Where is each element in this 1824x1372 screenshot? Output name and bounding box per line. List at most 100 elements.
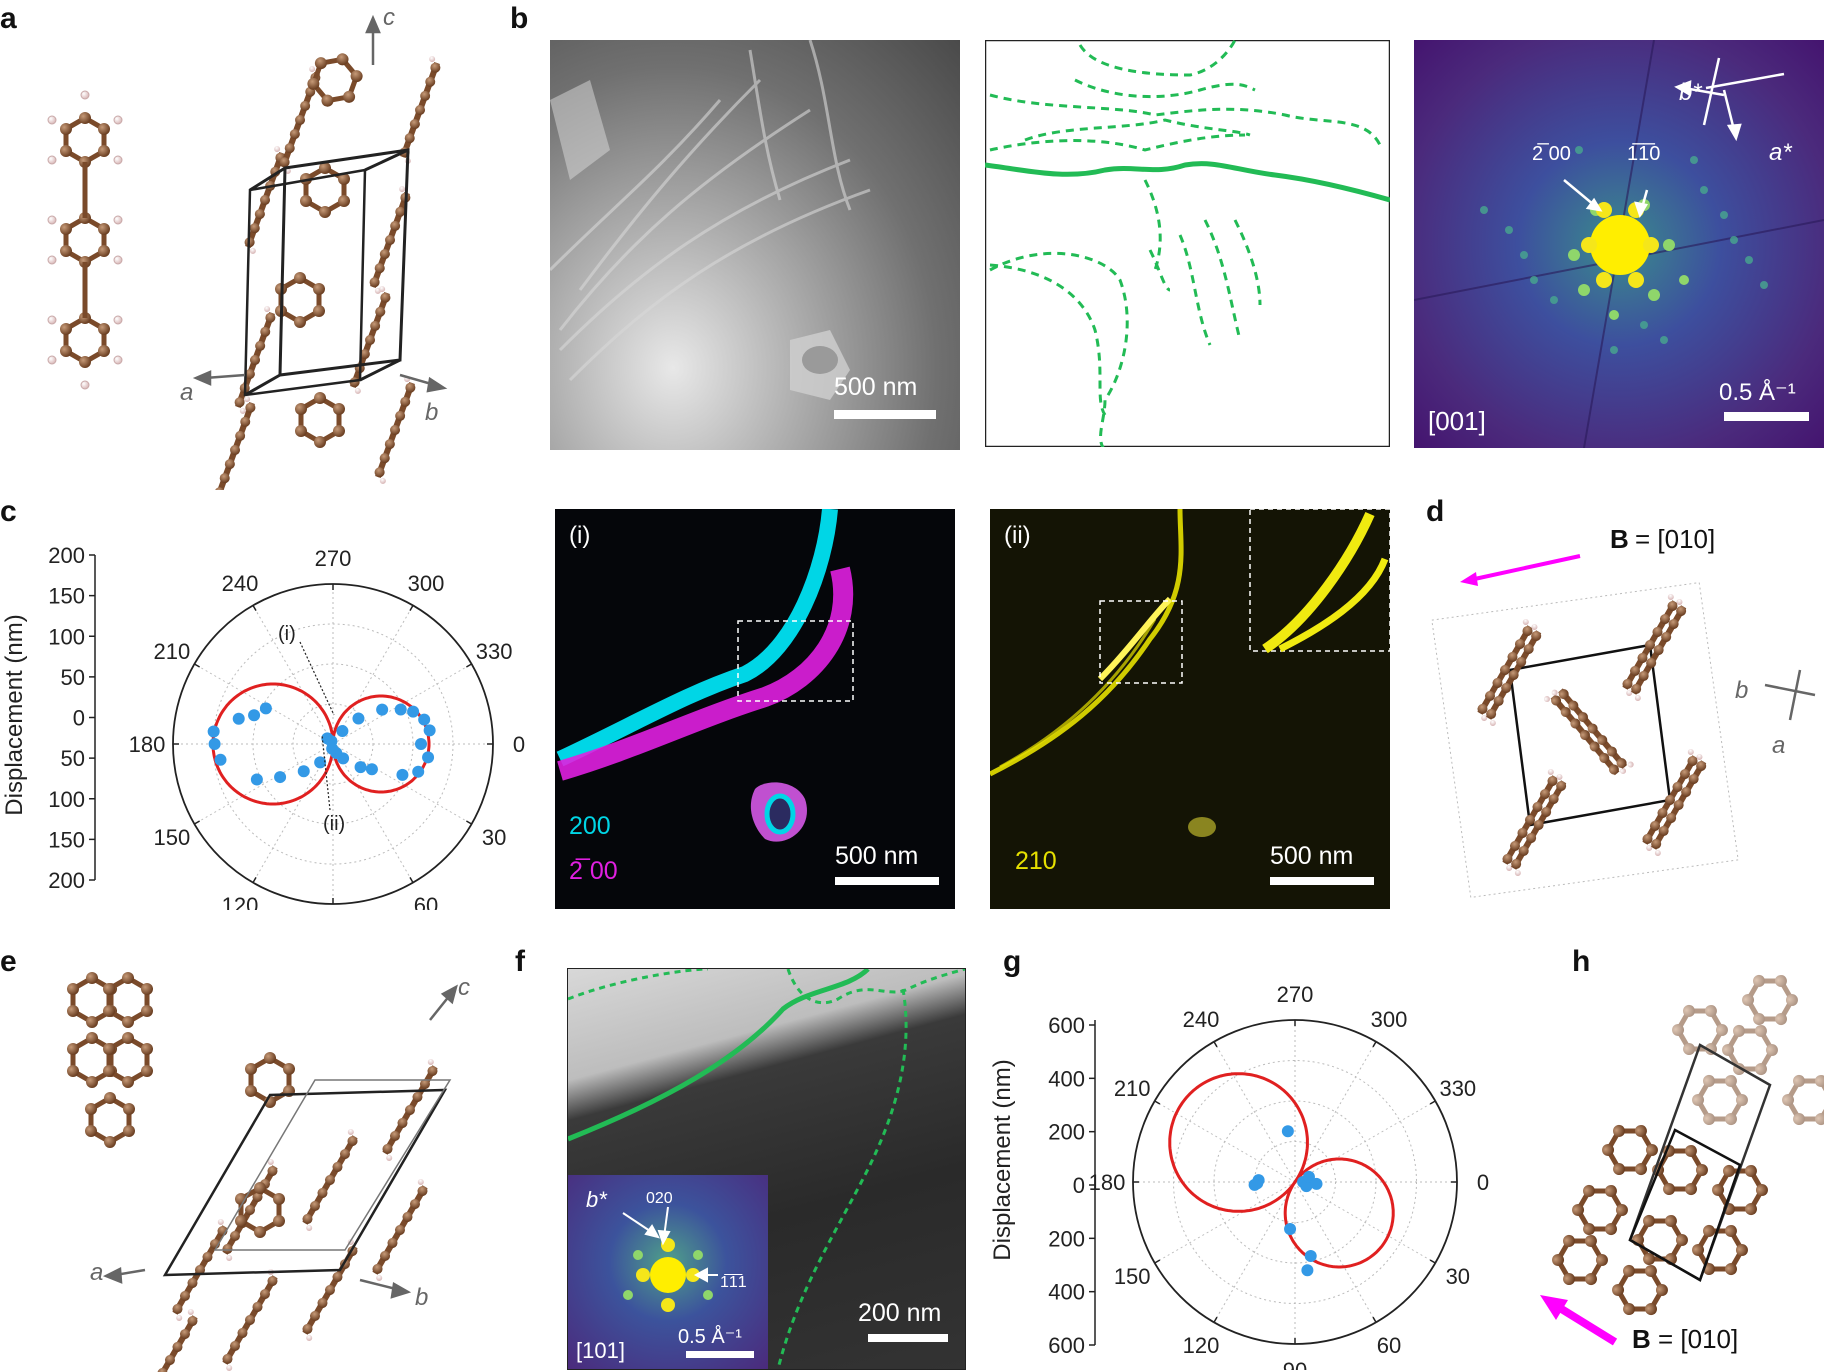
panel-a-crystal-structure: c a b xyxy=(47,4,500,490)
angle-tick-label: 0 xyxy=(1477,1170,1489,1195)
data-point xyxy=(354,761,367,774)
axis-label-a-a: a xyxy=(180,379,193,406)
diffraction-spots-b: 2̅ 00 1̅1̅0 b* a* [001] 0.5 Å⁻¹ xyxy=(1414,40,1824,448)
data-point xyxy=(297,765,310,778)
angle-tick-label: 330 xyxy=(476,639,513,664)
radial-tick-label: 150 xyxy=(48,584,85,609)
panel-b-diffraction: 2̅ 00 1̅1̅0 b* a* [001] 0.5 Å⁻¹ xyxy=(1414,40,1824,448)
angle-tick-label: 150 xyxy=(154,825,191,850)
data-point xyxy=(423,724,436,737)
axis-label-bstar-f: b* xyxy=(586,1187,608,1212)
scalebar-label-c-ii: 500 nm xyxy=(1270,842,1353,870)
annotation-i-c: (i) xyxy=(278,623,296,645)
ylabel-c: Displacement (nm) xyxy=(1,614,28,815)
spot-label-020-f: 020 xyxy=(646,1190,673,1207)
panel-letter-g: g xyxy=(1003,945,1022,978)
angle-tick xyxy=(1213,1316,1218,1323)
angle-grid-line xyxy=(1154,1181,1296,1264)
angle-grid-line xyxy=(1294,1100,1436,1183)
data-point xyxy=(248,709,261,722)
data-point xyxy=(352,712,365,725)
axis-label-a-d: a xyxy=(1772,732,1785,759)
angle-tick-label: 270 xyxy=(315,546,352,571)
zone-axis-label-b: [001] xyxy=(1428,406,1486,436)
angle-grid-line xyxy=(1213,1181,1296,1323)
data-point xyxy=(418,713,431,726)
angle-tick xyxy=(194,663,201,668)
angle-tick-label: 210 xyxy=(154,639,191,664)
panel-b-em-image: 500 nm xyxy=(550,40,960,450)
angle-tick-label: 180 xyxy=(129,732,166,757)
radial-tick-label: 200 xyxy=(1048,1120,1085,1145)
data-point xyxy=(232,712,245,725)
radial-tick-label: 600 xyxy=(1048,1333,1085,1358)
spot-label-m1m10-b: 1̅1̅0 xyxy=(1627,142,1660,165)
radial-tick-label: 200 xyxy=(1048,1226,1085,1251)
data-point xyxy=(412,765,425,778)
data-point xyxy=(207,725,220,738)
angle-tick xyxy=(1429,1100,1436,1105)
radial-tick-label: 400 xyxy=(1048,1066,1085,1091)
legend-200-c: 200 xyxy=(569,812,611,840)
data-point xyxy=(376,703,389,716)
axis-label-a-e: a xyxy=(90,1259,103,1286)
panel-h-structure: B = [010] xyxy=(1540,970,1824,1354)
axis-label-astar-b: a* xyxy=(1769,139,1792,166)
angle-tick xyxy=(1154,1100,1161,1105)
unit-cell-e xyxy=(162,1079,452,1277)
data-point xyxy=(326,742,339,755)
data-point xyxy=(394,703,407,716)
angle-tick-label: 60 xyxy=(1377,1333,1401,1358)
angle-tick-label: 120 xyxy=(222,893,259,910)
panel-letter-d: d xyxy=(1426,495,1445,528)
angle-tick-label: 120 xyxy=(1183,1333,1220,1358)
axis-label-bstar-b: b* xyxy=(1679,79,1702,106)
axes-a xyxy=(192,14,448,393)
inset-scalebar-f xyxy=(686,1351,754,1358)
field-label-d: B xyxy=(1610,524,1629,554)
angle-tick-label: 240 xyxy=(222,571,259,596)
axis-label-c-a: c xyxy=(383,4,395,31)
scalebar-label-diffraction-b: 0.5 Å⁻¹ xyxy=(1719,378,1796,406)
angle-tick xyxy=(1154,1259,1161,1264)
data-point xyxy=(1284,1222,1297,1235)
angle-grid-line xyxy=(332,743,472,825)
angle-grid-line xyxy=(252,605,334,745)
data-point xyxy=(1281,1125,1294,1138)
angle-tick-label: 300 xyxy=(1371,1007,1408,1032)
ylabel-g: Displacement (nm) xyxy=(990,1059,1016,1260)
angle-tick-label: 0 xyxy=(513,732,525,757)
data-point xyxy=(259,702,272,715)
single-molecule-a xyxy=(47,90,123,390)
radial-tick-label: 0 xyxy=(73,706,85,731)
angle-tick-label: 210 xyxy=(1114,1076,1151,1101)
axis-label-b-e: b xyxy=(415,1284,428,1311)
angle-grid-line xyxy=(194,743,334,825)
spot-label-m200-b: 2̅ 00 xyxy=(1532,142,1571,165)
angle-tick xyxy=(465,663,472,668)
scalebar-c-ii xyxy=(1270,877,1374,885)
radial-tick-label: 400 xyxy=(1048,1280,1085,1305)
data-point xyxy=(208,738,221,750)
single-molecule-e xyxy=(67,972,153,1148)
radial-tick-label: 100 xyxy=(48,624,85,649)
polar-plot-c: 0306090120150180210240270300330 xyxy=(129,546,525,910)
scalebar-label-b: 500 nm xyxy=(834,373,918,401)
data-point xyxy=(422,751,435,764)
radial-tick-label: 150 xyxy=(48,827,85,852)
legend-210-c: 210 xyxy=(1015,847,1057,875)
angle-tick xyxy=(1372,1041,1377,1048)
spot-label-111-f: 1̅1̅1 xyxy=(720,1273,747,1291)
annotation-ii-c: (ii) xyxy=(323,813,345,835)
panel-e-crystal-structure: a b c xyxy=(0,960,470,1372)
legend-m200-c: 2̅ 00 xyxy=(569,857,618,885)
axis-label-b-a: b xyxy=(425,399,438,426)
scalebar-label-f: 200 nm xyxy=(858,1299,941,1327)
angle-tick xyxy=(1213,1041,1218,1048)
angle-tick-label: 150 xyxy=(1114,1264,1151,1289)
panel-letter-e: e xyxy=(0,945,17,978)
angle-grid-line xyxy=(1294,1041,1377,1183)
